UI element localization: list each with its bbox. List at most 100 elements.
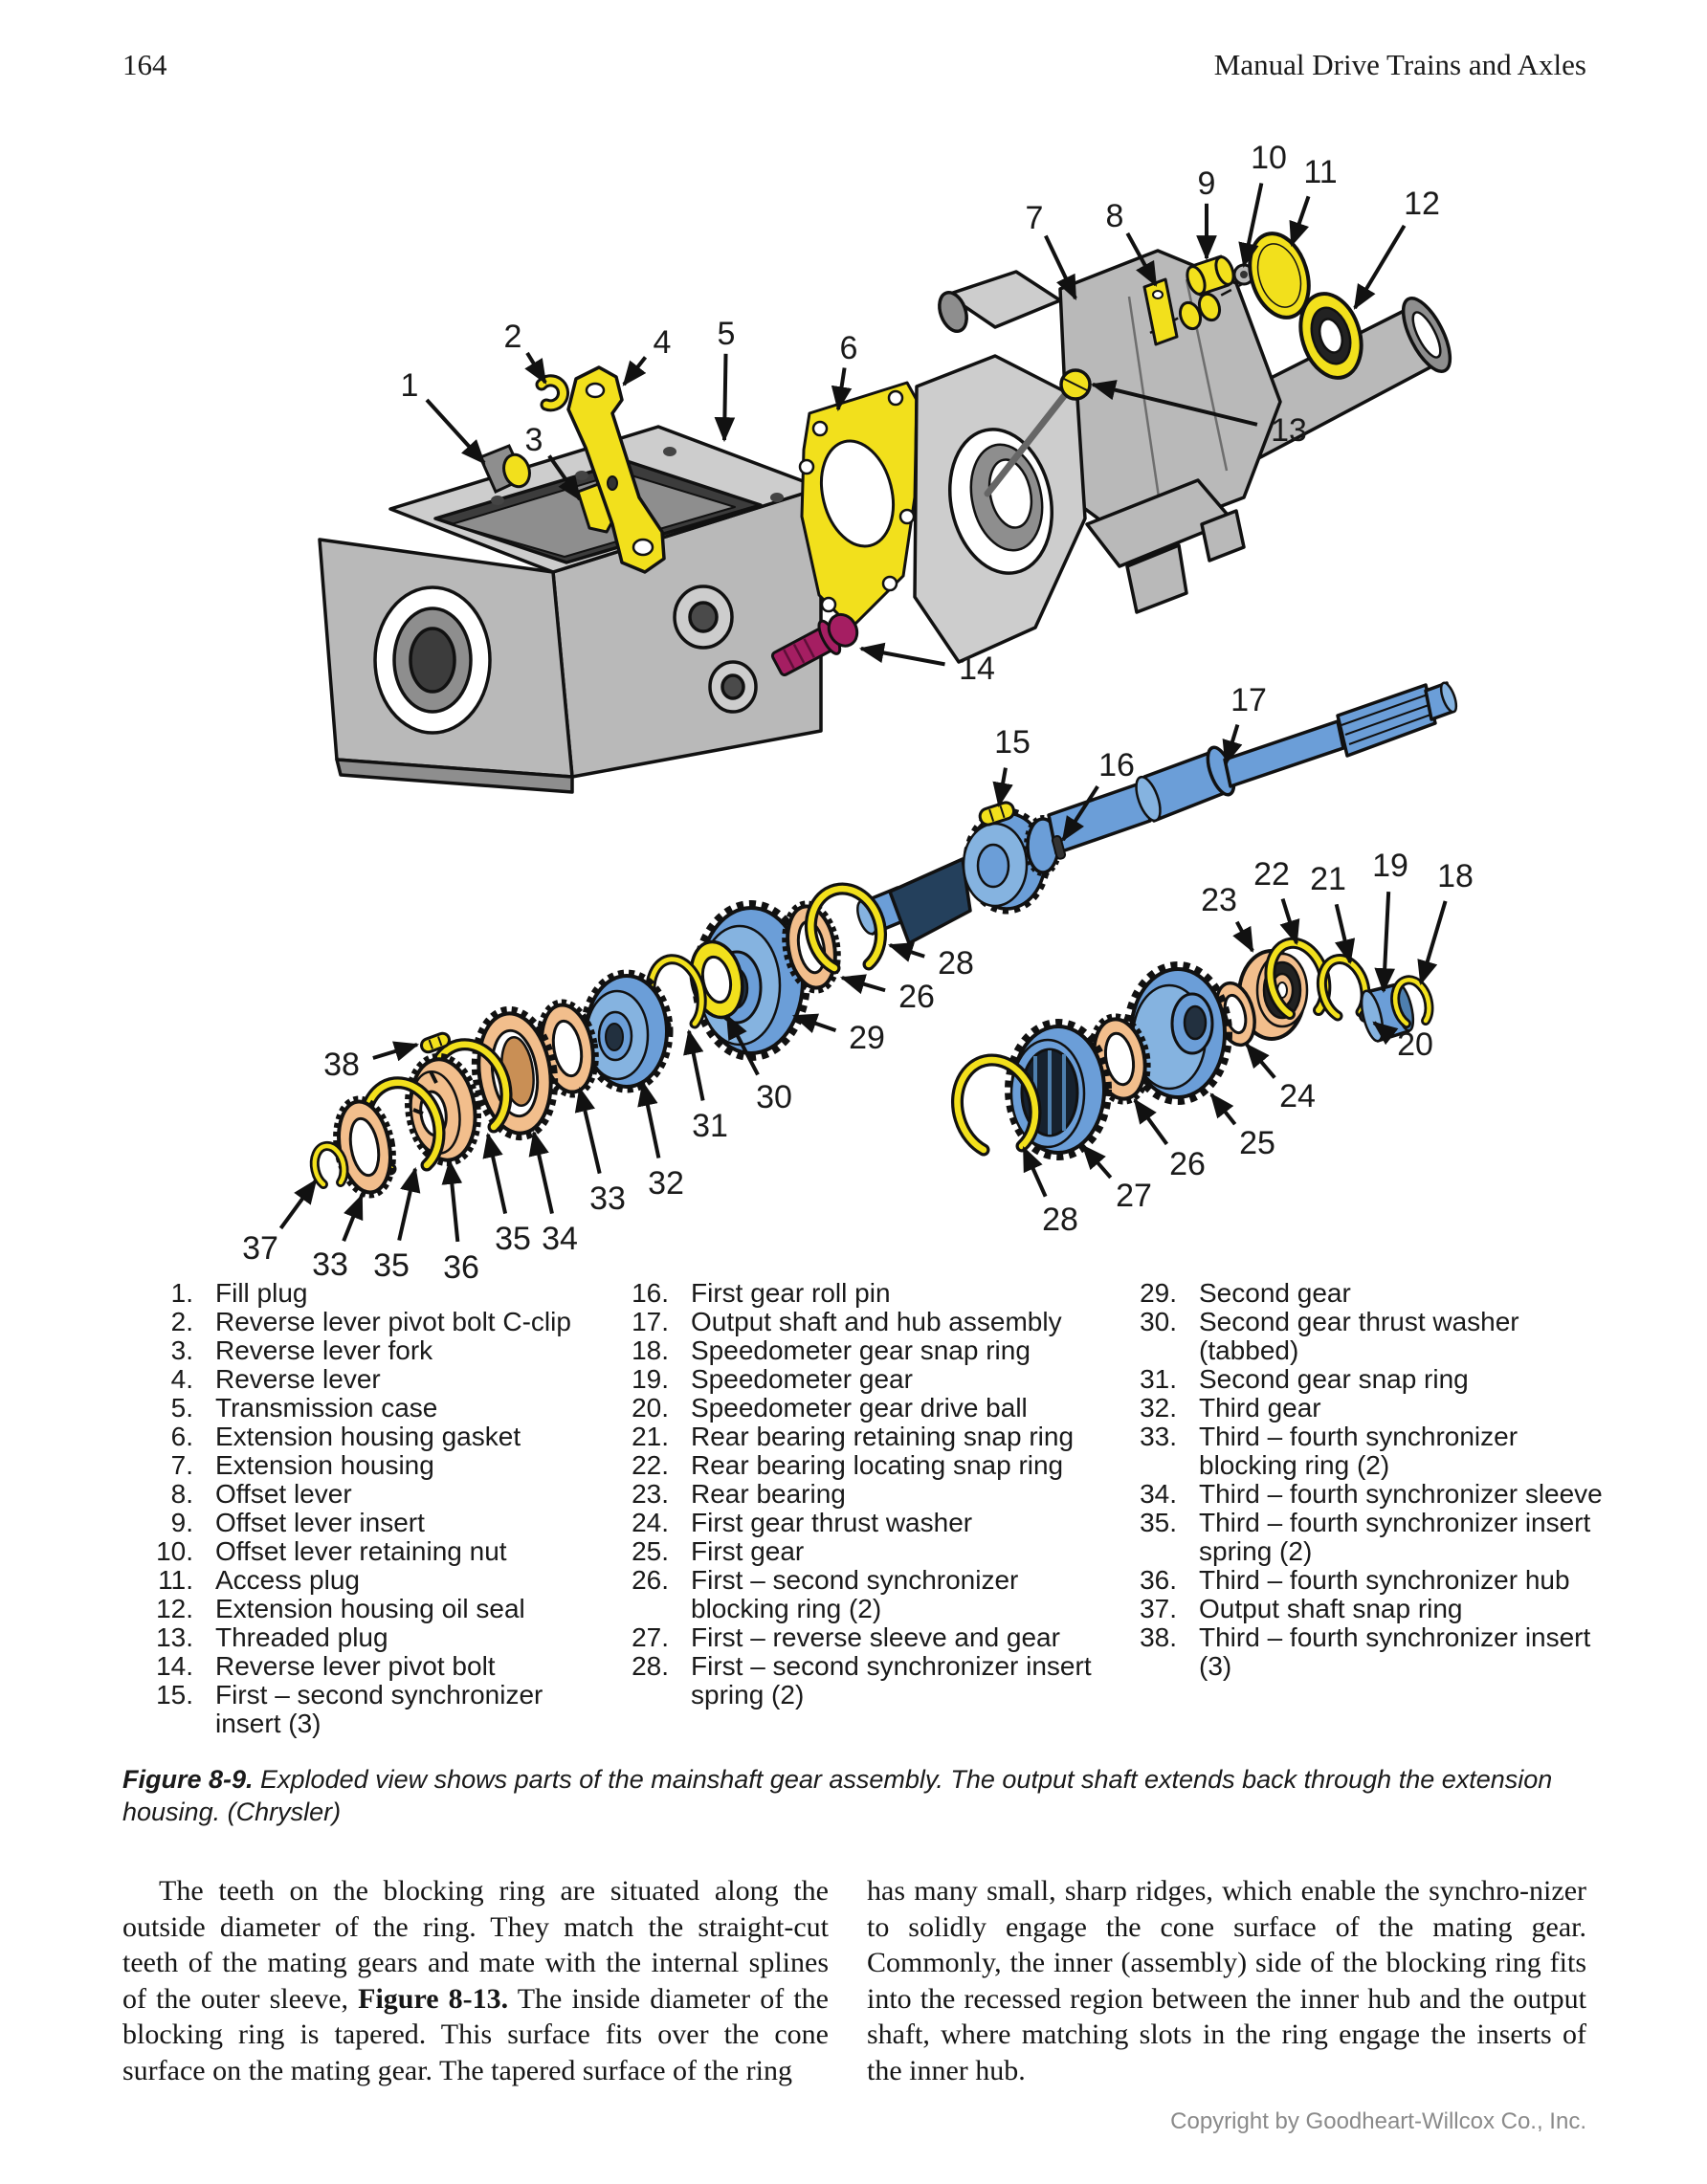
speedometer-snap-ring (1390, 975, 1434, 1028)
offset-lever-parts (1144, 254, 1277, 344)
callout-5: 5 (718, 316, 736, 352)
callout-arrow-32 (637, 1080, 658, 1158)
offset-lever-insert (1196, 291, 1223, 322)
callout-33: 33 (312, 1246, 348, 1283)
callout-31: 31 (692, 1108, 728, 1144)
callout-2: 2 (504, 319, 522, 355)
part-item-20: 20.Speedometer gear drive ball (598, 1394, 1104, 1423)
part-number: 12. (156, 1594, 193, 1623)
part-item-31: 31.Second gear snap ring (1106, 1365, 1612, 1394)
part-number: 26. (632, 1565, 669, 1595)
part-name: First – second synchronizer insert sprin… (691, 1651, 1092, 1710)
callout-arrow-28 (887, 942, 924, 962)
part-item-25: 25.First gear (598, 1537, 1104, 1566)
insert-spring (804, 882, 888, 975)
callout-35: 35 (373, 1247, 410, 1284)
offset-lever-insert (1177, 299, 1204, 331)
part-number: 11. (158, 1565, 193, 1595)
exploded-diagram: 1234567891011121314151617181921222320242… (242, 140, 1474, 1286)
part-item-4: 4.Reverse lever (122, 1365, 605, 1394)
part-name: Rear bearing (691, 1479, 846, 1509)
part-item-19: 19.Speedometer gear (598, 1365, 1104, 1394)
blocking-ring (1088, 1013, 1151, 1105)
part-item-30: 30. Second gear thrust washer (tabbed) (1106, 1308, 1612, 1365)
part-name: First – second synchronizer blocking rin… (691, 1565, 1019, 1623)
callout-arrow-12 (1355, 226, 1405, 310)
part-item-14: 14.Reverse lever pivot bolt (122, 1652, 605, 1681)
part-item-1: 1.Fill plug (122, 1279, 605, 1308)
reverse-lever-c-clip (535, 374, 569, 412)
part-name: Reverse lever pivot bolt (215, 1651, 496, 1681)
body-text-left-column: The teeth on the blocking ring are situa… (122, 1873, 829, 2088)
part-item-26: 26. First – second synchronizer blocking … (598, 1566, 1104, 1623)
part-number: 3. (170, 1335, 193, 1365)
callout-6: 6 (840, 330, 858, 366)
body-text-right-column: has many small, sharp ridges, which enab… (867, 1875, 1586, 2086)
first-gear-roll-pin (1051, 835, 1067, 860)
part-item-27: 27.First – reverse sleeve and gear (598, 1623, 1104, 1652)
part-number: 17. (632, 1307, 669, 1336)
part-name: Offset lever retaining nut (215, 1536, 507, 1566)
figure-caption: Figure 8-9. Exploded view shows parts of… (122, 1763, 1596, 1828)
callout-arrow-18 (1417, 901, 1446, 986)
part-number: 31. (1140, 1364, 1177, 1394)
part-name: Speedometer gear (691, 1364, 913, 1394)
part-item-38: 38.Third – fourth synchronizer insert (3… (1106, 1623, 1612, 1681)
callout-arrow-22 (1279, 899, 1300, 946)
part-name: Second gear thrust washer (tabbed) (1199, 1307, 1519, 1365)
callout-arrow-27 (1083, 1144, 1111, 1178)
callout-arrow-14 (858, 642, 945, 664)
callout-arrow-6 (831, 367, 853, 412)
part-item-6: 6. Extension housing gasket (122, 1423, 605, 1451)
transmission-case (318, 425, 823, 794)
part-number: 23. (632, 1479, 669, 1509)
part-item-8: 8.Offset lever (122, 1480, 605, 1509)
part-name: Reverse lever pivot bolt C-clip (215, 1307, 571, 1336)
callout-arrow-5 (714, 354, 736, 443)
part-number: 18. (632, 1335, 669, 1365)
part-name: First – reverse sleeve and gear (691, 1622, 1060, 1652)
body-text: The inside diameter of the blocking ring… (122, 1982, 829, 2086)
part-name: Extension housing (215, 1450, 434, 1480)
part-item-17: 17.Output shaft and hub assembly (598, 1308, 1104, 1336)
page-number: 164 (122, 48, 167, 81)
part-number: 30. (1140, 1307, 1177, 1336)
part-name: Second gear (1199, 1278, 1351, 1308)
callout-arrow-33 (574, 1086, 600, 1174)
part-number: 24. (632, 1508, 669, 1537)
part-name: First gear (691, 1536, 805, 1566)
part-name: First gear roll pin (691, 1278, 891, 1308)
callout-arrow-16 (1063, 786, 1097, 842)
callout-arrow-30 (727, 1014, 758, 1074)
callout-38: 38 (323, 1047, 360, 1083)
callout-17: 17 (1230, 682, 1267, 718)
callout-arrow-1 (427, 400, 484, 465)
callout-23: 23 (1201, 882, 1237, 918)
callout-26: 26 (898, 979, 935, 1015)
part-number: 6. (170, 1422, 193, 1451)
callout-arrow-17 (1222, 725, 1243, 766)
callout-arrow-10 (1238, 184, 1261, 269)
callout-arrow-23 (1232, 922, 1253, 953)
part-name: Third – fourth synchronizer insert sprin… (1199, 1508, 1591, 1566)
part-item-16: 16.First gear roll pin (598, 1279, 1104, 1308)
extension-housing-gasket (798, 381, 919, 629)
part-name: Third – fourth synchronizer sleeve (1199, 1479, 1603, 1509)
reverse-lever (566, 365, 666, 574)
part-item-18: 18.Speedometer gear snap ring (598, 1336, 1104, 1365)
part-item-13: 13.Threaded plug (122, 1623, 605, 1652)
output-shaft-snap-ring (309, 1140, 349, 1189)
part-item-33: 33.Third – fourth synchronizer blocking … (1106, 1423, 1612, 1480)
part-name: Fill plug (215, 1278, 308, 1308)
part-name: Extension housing gasket (215, 1422, 521, 1451)
callout-arrow-26 (839, 974, 885, 995)
callout-25: 25 (1239, 1125, 1275, 1161)
blocking-ring (333, 1095, 396, 1199)
part-name: Rear bearing locating snap ring (691, 1450, 1064, 1480)
part-name: Offset lever insert (215, 1508, 425, 1537)
callout-arrow-36 (441, 1158, 463, 1242)
callout-9: 9 (1198, 165, 1216, 202)
part-number: 21. (632, 1422, 669, 1451)
